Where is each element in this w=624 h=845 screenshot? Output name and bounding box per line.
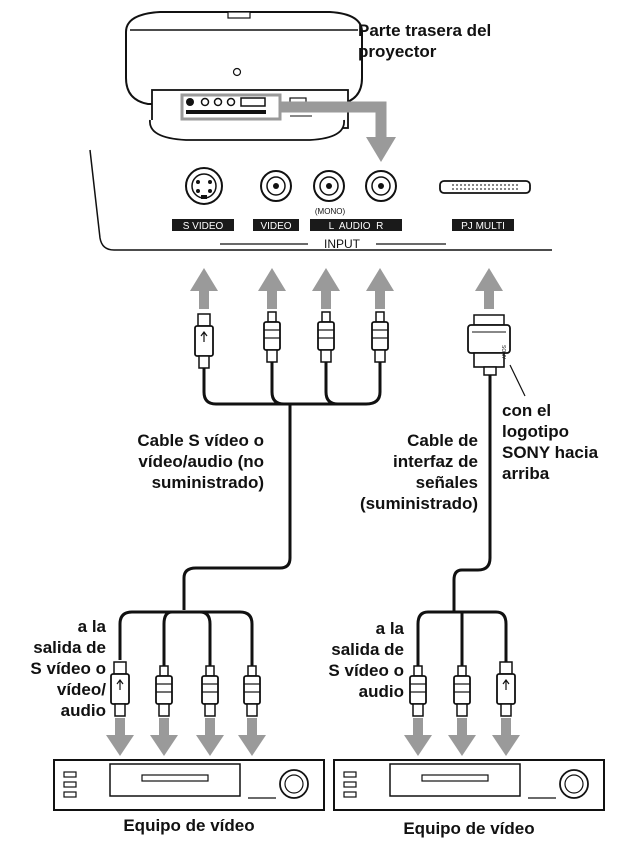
input-panel: S VIDEO VIDEO L AUDIO R PJ MULTI (MONO) … — [89, 149, 552, 251]
up-arrows — [190, 268, 503, 309]
video-label: VIDEO — [260, 221, 291, 232]
svideo-label: S VIDEO — [183, 221, 224, 232]
audio-label-bg — [310, 219, 402, 231]
pjmulti-label: PJ MULTI — [461, 221, 505, 232]
audio-l-plug-top — [317, 311, 335, 363]
sony-pointer — [509, 364, 526, 397]
left-video-equipment — [53, 759, 325, 811]
svideo-jack — [185, 167, 223, 205]
right-plug-1 — [409, 665, 427, 717]
signal-interface-plug: SONY — [467, 314, 511, 376]
svideo-plug-top — [194, 313, 214, 369]
av-cable — [182, 362, 382, 610]
right-video-equipment — [333, 759, 605, 811]
audio-l-plug-bottom — [201, 665, 219, 717]
video-plug-top — [263, 311, 281, 363]
pjmulti-label-bg — [452, 219, 514, 231]
signal-cable — [452, 375, 492, 612]
right-plug-3 — [496, 661, 516, 717]
mono-label: (MONO) — [315, 207, 346, 216]
projector — [125, 11, 363, 141]
left-output-label: a la salida de S vídeo o vídeo/ audio — [30, 617, 106, 720]
audio-r-plug-top — [371, 311, 389, 363]
left-branch-cable — [118, 610, 254, 666]
svg-text:SONY: SONY — [500, 345, 506, 360]
video-jack — [260, 170, 292, 202]
right-branch-cable — [416, 610, 508, 666]
left-equipment-label: Equipo de vídeo — [123, 816, 255, 835]
svideo-label-bg — [172, 219, 234, 231]
input-label: INPUT — [324, 237, 361, 251]
down-arrows — [106, 718, 520, 756]
pj-multi-connector — [439, 180, 531, 194]
right-output-label: a la salida de S vídeo o audio — [328, 619, 404, 701]
right-equipment-label: Equipo de vídeo — [403, 819, 535, 838]
signal-cable-label: Cable de interfaz de señales (suministra… — [359, 431, 478, 513]
sony-logo-label: con el logotipo SONY hacia arriba — [502, 401, 599, 483]
right-plug-2 — [453, 665, 471, 717]
audio-l-jack — [313, 170, 345, 202]
zoom-arrow — [280, 101, 387, 138]
svideo-cable-label: Cable S vídeo o vídeo/audio (no suminist… — [137, 431, 264, 492]
audio-r-jack — [365, 170, 397, 202]
video-plug-bottom — [155, 665, 173, 717]
svideo-plug-bottom — [110, 661, 130, 717]
audio-label: L AUDIO R — [329, 221, 384, 232]
projector-rear-label: Parte trasera del proyector — [358, 21, 492, 61]
zoom-arrow-head — [366, 137, 396, 162]
video-label-bg — [253, 219, 299, 231]
audio-r-plug-bottom — [243, 665, 261, 717]
